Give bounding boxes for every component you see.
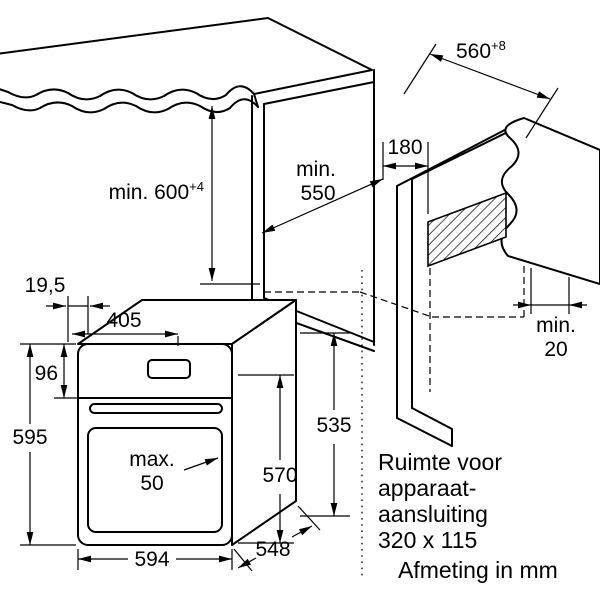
dim-rear-gap: min. 20 — [513, 268, 587, 361]
dim-door-clearance: max. 50 — [129, 448, 219, 495]
oven-front-face — [77, 343, 233, 546]
dim-label-door-clearance-max: max. — [129, 448, 175, 471]
dim-front-inner-height: 570 — [238, 374, 298, 544]
connection-note-line3: aansluiting — [378, 501, 488, 527]
dim-label-control-panel-height: 96 — [35, 362, 58, 385]
oven — [77, 299, 297, 546]
oven-side-face — [231, 299, 297, 546]
oven-display — [147, 359, 191, 379]
worktop-left — [0, 17, 375, 114]
connection-note-line4: 320 x 115 — [378, 527, 477, 553]
dim-oven-depth: 548 — [233, 505, 321, 572]
dim-label-niche-depth-min: min. — [296, 158, 336, 181]
dim-label-top-depth: 405 — [106, 309, 141, 332]
connection-area-hatch — [427, 191, 507, 268]
dim-niche-width: 560+8 — [403, 38, 559, 139]
units-note: Afmeting in mm — [398, 557, 558, 583]
dim-oven-width: 594 — [77, 548, 233, 571]
dim-label-front-inner-height: 570 — [262, 464, 297, 487]
dim-label-door-clearance: 50 — [140, 472, 163, 495]
oven-handle — [89, 403, 223, 414]
oven-door-glass — [87, 427, 223, 533]
dim-label-oven-height: 595 — [12, 426, 47, 449]
worktop-right — [500, 117, 600, 285]
dim-top-depth: 405 — [72, 309, 179, 346]
dim-rear-body-height: 535 — [300, 332, 352, 517]
dim-label-rear-body-height: 535 — [316, 414, 351, 437]
dim-label-top-rear-offset: 19,5 — [25, 274, 66, 297]
dim-label-niche-width: 560+8 — [456, 38, 506, 63]
dim-label-niche-height: min. 600+4 — [109, 179, 204, 204]
dim-label-oven-width: 594 — [134, 548, 169, 571]
dim-oven-height: 595 — [12, 344, 76, 546]
hidden-outline-dashed — [264, 264, 525, 392]
dim-label-oven-depth: 548 — [255, 538, 290, 561]
connection-note-line1: Ruimte voor — [378, 449, 502, 475]
dim-label-connection-depth: 180 — [387, 136, 422, 159]
dim-connection-depth: 180 — [382, 136, 429, 214]
dim-control-panel-height: 96 — [20, 343, 80, 399]
dim-label-rear-gap-min: min. — [536, 314, 576, 337]
dim-label-niche-depth: 550 — [300, 182, 335, 205]
connection-note: Ruimte voor apparaat- aansluiting 320 x … — [378, 449, 502, 553]
connection-note-line2: apparaat- — [378, 475, 476, 501]
cabinet-right — [396, 119, 525, 447]
dim-label-rear-gap: 20 — [544, 338, 567, 361]
dim-niche-height: min. 600+4 — [109, 106, 260, 285]
dim-top-rear-offset: 19,5 — [25, 274, 110, 342]
dim-niche-depth: min. 550 — [261, 158, 384, 234]
